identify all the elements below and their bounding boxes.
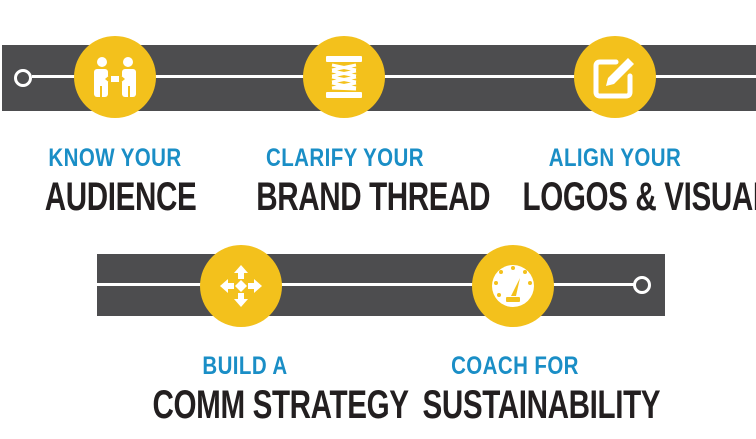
step-1-subtitle: KNOW YOUR xyxy=(48,144,182,172)
step-4-subtitle: BUILD A xyxy=(202,352,288,380)
step-3-subtitle: ALIGN YOUR xyxy=(548,144,682,172)
two-people-handshake-icon xyxy=(94,57,136,97)
step-4-badge xyxy=(200,245,282,327)
step-1-badge xyxy=(74,36,156,118)
pencil-edit-icon xyxy=(593,58,634,99)
step-3-badge xyxy=(574,36,656,118)
timeline-start-node xyxy=(14,69,32,87)
step-3-title: LOGOS & VISUALS xyxy=(522,175,756,219)
step-2-subtitle: CLARIFY YOUR xyxy=(266,144,424,172)
step-1-title: AUDIENCE xyxy=(44,175,197,219)
speedometer-gauge-icon xyxy=(492,265,534,307)
step-5-label: COACH FOR SUSTAINABILITY xyxy=(390,352,661,427)
step-3-label: ALIGN YOUR LOGOS & VISUALS xyxy=(490,144,756,219)
step-4-title: COMM STRATEGY xyxy=(152,383,409,427)
timeline-end-node xyxy=(633,276,651,294)
timeline-line-row-2 xyxy=(97,283,637,286)
step-4-label: BUILD A COMM STRATEGY xyxy=(120,352,409,427)
step-5-subtitle: COACH FOR xyxy=(451,352,579,380)
spool-thread-icon xyxy=(326,56,362,98)
timeline-line-row-1 xyxy=(32,75,756,78)
step-2-label: CLARIFY YOUR BRAND THREAD xyxy=(225,144,491,219)
step-5-title: SUSTAINABILITY xyxy=(422,383,661,427)
step-2-title: BRAND THREAD xyxy=(256,175,491,219)
converging-arrows-icon xyxy=(220,265,262,307)
step-5-badge xyxy=(472,245,554,327)
step-2-badge xyxy=(303,36,385,118)
step-1-label: KNOW YOUR AUDIENCE xyxy=(20,144,210,219)
